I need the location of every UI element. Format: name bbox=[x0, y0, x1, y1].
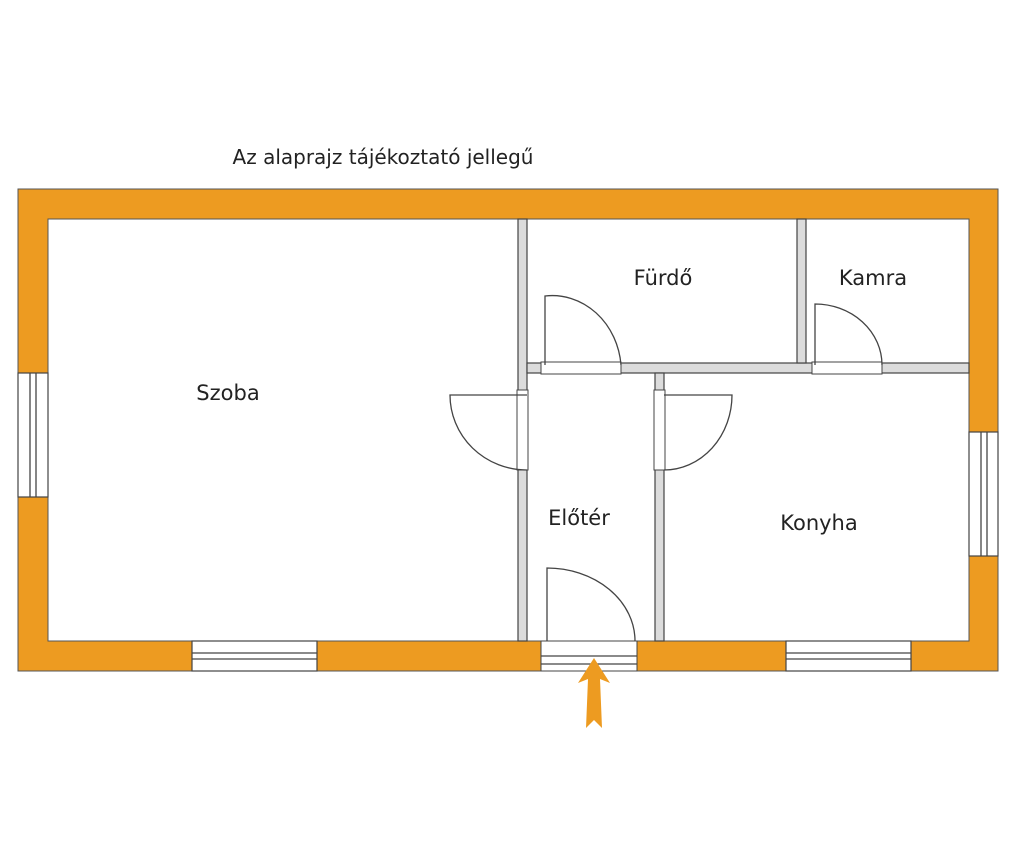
windows bbox=[17, 372, 999, 672]
room-label-kamra: Kamra bbox=[839, 266, 907, 290]
room-label-furdo: Fürdő bbox=[634, 266, 693, 290]
room-label-konyha: Konyha bbox=[780, 511, 858, 535]
disclaimer-title: Az alaprajz tájékoztató jellegű bbox=[233, 145, 534, 169]
room-label-szoba: Szoba bbox=[196, 381, 259, 405]
door-konyha bbox=[653, 389, 733, 471]
window-bottom-szoba bbox=[191, 640, 318, 672]
door-furdo bbox=[540, 294, 622, 375]
exterior-walls bbox=[17, 188, 999, 672]
door-szoba bbox=[449, 389, 529, 471]
doors bbox=[449, 294, 883, 672]
window-right bbox=[968, 431, 999, 557]
door-kamra bbox=[811, 303, 883, 375]
entrance-arrow-icon bbox=[578, 658, 610, 728]
window-left bbox=[17, 372, 49, 498]
window-bottom-konyha bbox=[785, 640, 912, 672]
room-label-eloter: Előtér bbox=[548, 506, 610, 530]
